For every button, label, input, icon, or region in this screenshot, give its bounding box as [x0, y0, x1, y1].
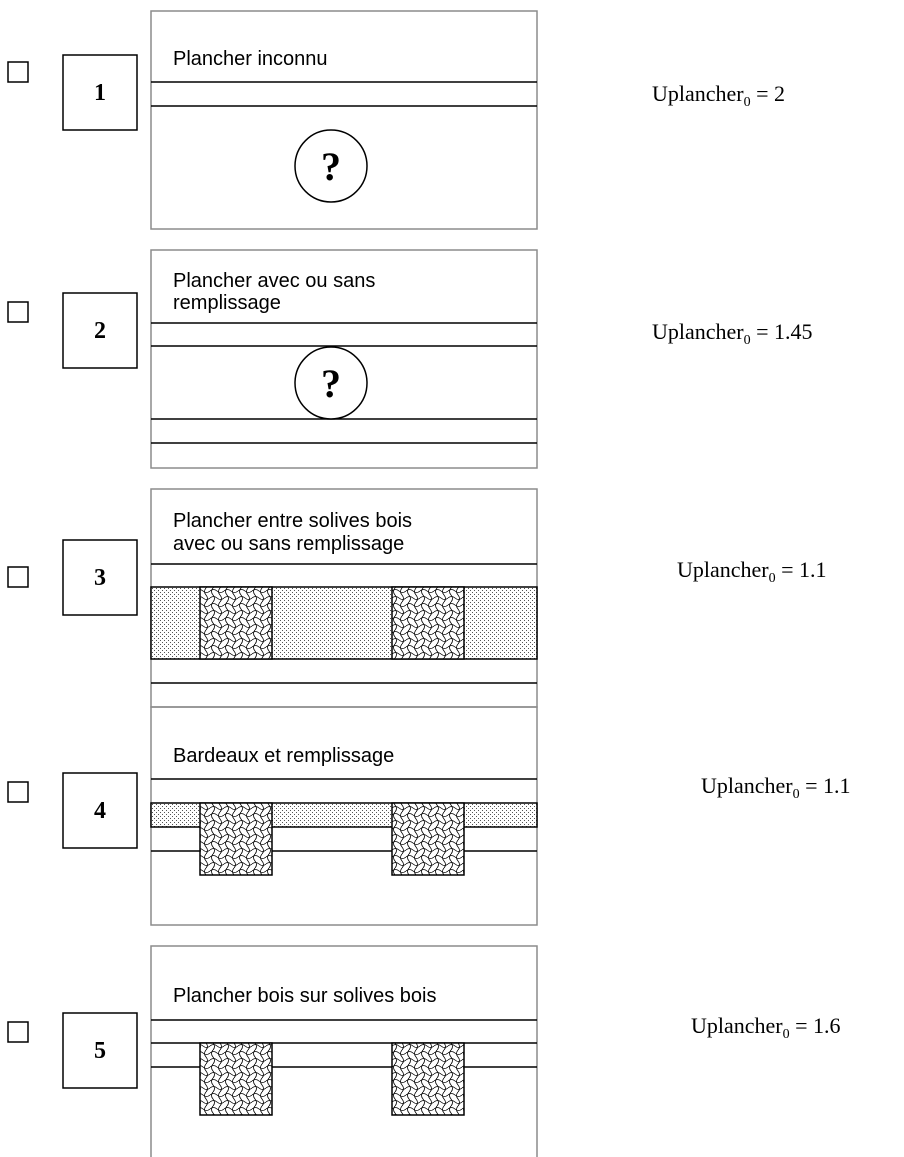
option-2-u-value: Uplancher0 = 1.45: [652, 319, 813, 348]
option-1: 1 Plancher inconnu ? Uplancher0 = 2: [7, 10, 785, 230]
option-2-label: Plancher avec ou sans remplissage: [173, 270, 381, 314]
option-2-number-box: [62, 292, 138, 369]
option-1-checkbox[interactable]: [7, 61, 29, 83]
option-2-checkbox[interactable]: [7, 301, 29, 323]
option-2-floor-frame: [150, 249, 538, 469]
option-5-floor-frame: [150, 945, 538, 1157]
option-1-label: Plancher inconnu: [173, 48, 328, 70]
option-3-checkbox[interactable]: [7, 566, 29, 588]
unknown-circle: [294, 346, 368, 420]
option-4-label: Bardeaux et remplissage: [173, 745, 394, 767]
option-1-number-box: [62, 54, 138, 131]
option-4-checkbox[interactable]: [7, 781, 29, 803]
option-1-u-value: Uplancher0 = 2: [652, 81, 785, 110]
option-5-number-box: [62, 1012, 138, 1089]
wood-joist: [199, 586, 273, 660]
option-3-number: 3: [94, 565, 106, 591]
unknown-mark: ?: [321, 361, 341, 406]
option-4-number-box: [62, 772, 138, 849]
option-5-label: Plancher bois sur solives bois: [173, 985, 436, 1007]
option-1-number: 1: [94, 80, 106, 106]
option-5: 5 Plancher bois sur solives bois Uplanch…: [7, 945, 841, 1157]
option-2: 2 Plancher avec ou sans remplissage ? Up…: [7, 249, 813, 469]
option-1-floor-frame: [150, 10, 538, 230]
option-4-number: 4: [94, 798, 106, 824]
option-4: 4 Bardeaux et remplissage Uplancher0 = 1…: [7, 706, 851, 926]
option-5-checkbox[interactable]: [7, 1021, 29, 1043]
wood-joist: [391, 1042, 465, 1116]
option-3-number-box: [62, 539, 138, 616]
unknown-circle: [294, 129, 368, 203]
option-2-number: 2: [94, 318, 106, 344]
unknown-mark: ?: [321, 144, 341, 189]
option-3-u-value: Uplancher0 = 1.1: [677, 557, 827, 586]
option-5-number: 5: [94, 1038, 106, 1064]
wood-joist: [391, 802, 465, 876]
option-3-label: Plancher entre solives bois avec ou sans…: [173, 510, 418, 555]
wood-joist: [199, 802, 273, 876]
wood-joist: [199, 1042, 273, 1116]
option-4-u-value: Uplancher0 = 1.1: [701, 773, 851, 802]
option-3: 3 Plancher entre solives bois avec ou sa…: [7, 488, 827, 708]
option-5-u-value: Uplancher0 = 1.6: [691, 1013, 841, 1042]
wood-joist: [391, 586, 465, 660]
